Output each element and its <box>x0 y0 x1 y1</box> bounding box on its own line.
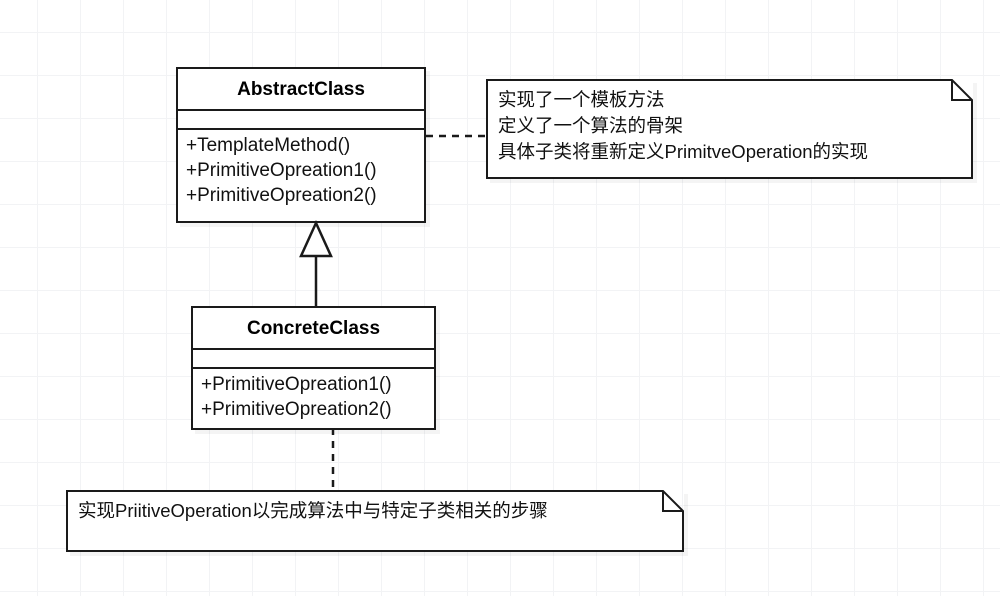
generalization-connector <box>296 219 336 309</box>
note-folded-corner-icon <box>662 491 683 512</box>
note-body-shape <box>486 79 973 179</box>
operation-item: +TemplateMethod() <box>186 135 351 156</box>
note-line: 实现了一个模板方法 <box>498 89 665 110</box>
class-attributes-concrete-class <box>193 350 434 369</box>
note-line: 实现PriitiveOperation以完成算法中与特定子类相关的步骤 <box>78 500 548 521</box>
class-name-abstract-class: AbstractClass <box>178 69 424 111</box>
note-text-concrete: 实现PriitiveOperation以完成算法中与特定子类相关的步骤 <box>78 498 674 524</box>
class-attributes-abstract-class <box>178 111 424 130</box>
note-body-shape <box>66 490 684 552</box>
class-name-concrete-class: ConcreteClass <box>193 308 434 350</box>
operation-item: +PrimitiveOpreation2() <box>201 399 392 420</box>
hollow-triangle-arrowhead <box>299 219 333 258</box>
note-text-abstract: 实现了一个模板方法 定义了一个算法的骨架 具体子类将重新定义PrimitveOp… <box>498 87 963 165</box>
class-operations-concrete-class: +PrimitiveOpreation1() +PrimitiveOpreati… <box>193 369 434 426</box>
operation-item: +PrimitiveOpreation1() <box>186 160 377 181</box>
note-anchor-abstract <box>426 130 488 142</box>
class-operations-abstract-class: +TemplateMethod() +PrimitiveOpreation1()… <box>178 130 424 212</box>
operation-item: +PrimitiveOpreation2() <box>186 185 377 206</box>
note-box-concrete-class[interactable]: 实现PriitiveOperation以完成算法中与特定子类相关的步骤 <box>66 490 684 552</box>
operation-item: +PrimitiveOpreation1() <box>201 374 392 395</box>
note-box-abstract-class[interactable]: 实现了一个模板方法 定义了一个算法的骨架 具体子类将重新定义PrimitveOp… <box>486 79 973 179</box>
note-anchor-concrete <box>327 428 339 492</box>
note-line: 定义了一个算法的骨架 <box>498 115 684 136</box>
class-box-concrete-class[interactable]: ConcreteClass +PrimitiveOpreation1() +Pr… <box>191 306 436 430</box>
note-folded-corner-icon <box>951 80 972 101</box>
note-line: 具体子类将重新定义PrimitveOperation的实现 <box>498 141 869 162</box>
class-box-abstract-class[interactable]: AbstractClass +TemplateMethod() +Primiti… <box>176 67 426 223</box>
